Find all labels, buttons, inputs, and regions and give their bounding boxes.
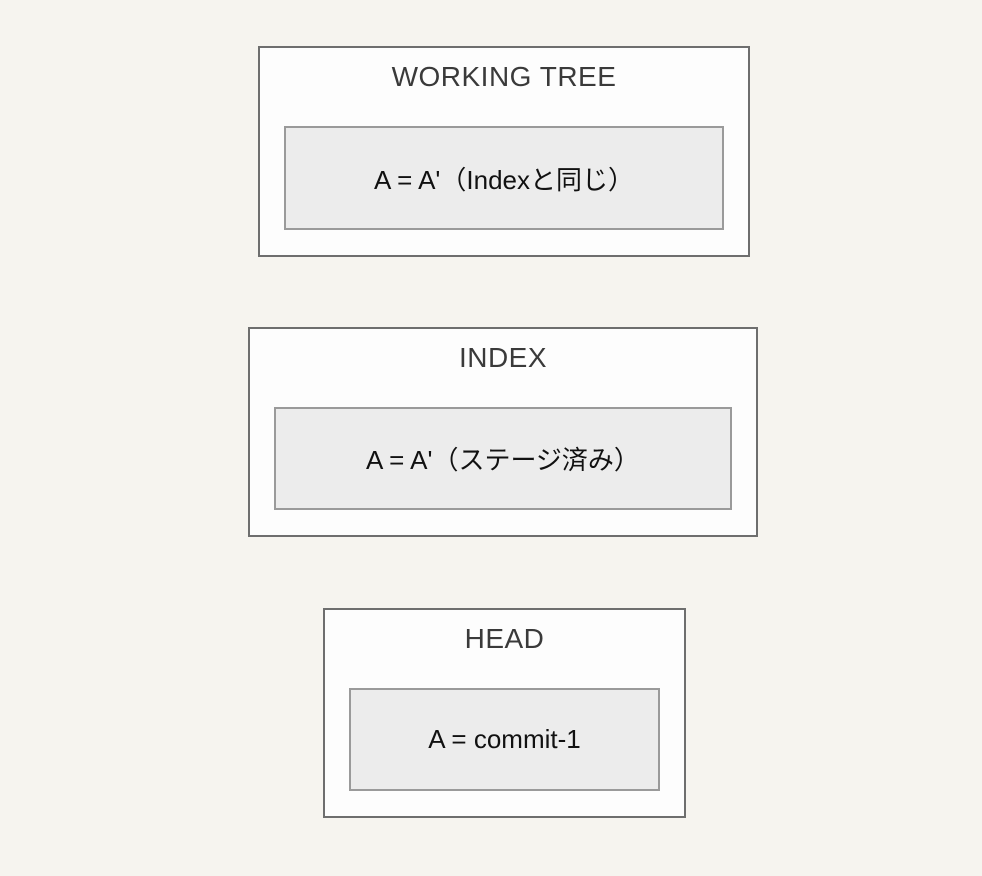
box-index: INDEX A = A'（ステージ済み） xyxy=(248,327,758,537)
box-working-tree: WORKING TREE A = A'（Indexと同じ） xyxy=(258,46,750,257)
box-title-working-tree: WORKING TREE xyxy=(391,61,617,92)
state-label-index: A = A'（ステージ済み） xyxy=(366,445,640,475)
box-head: HEAD A = commit-1 xyxy=(323,608,686,818)
state-box-head: A = commit-1 xyxy=(349,688,660,791)
state-box-index: A = A'（ステージ済み） xyxy=(274,407,732,510)
state-label-head: A = commit-1 xyxy=(428,724,581,754)
state-box-working-tree: A = A'（Indexと同じ） xyxy=(284,126,724,230)
box-title-head: HEAD xyxy=(464,623,545,654)
state-label-working-tree: A = A'（Indexと同じ） xyxy=(373,164,634,195)
box-title-index: INDEX xyxy=(458,342,548,373)
